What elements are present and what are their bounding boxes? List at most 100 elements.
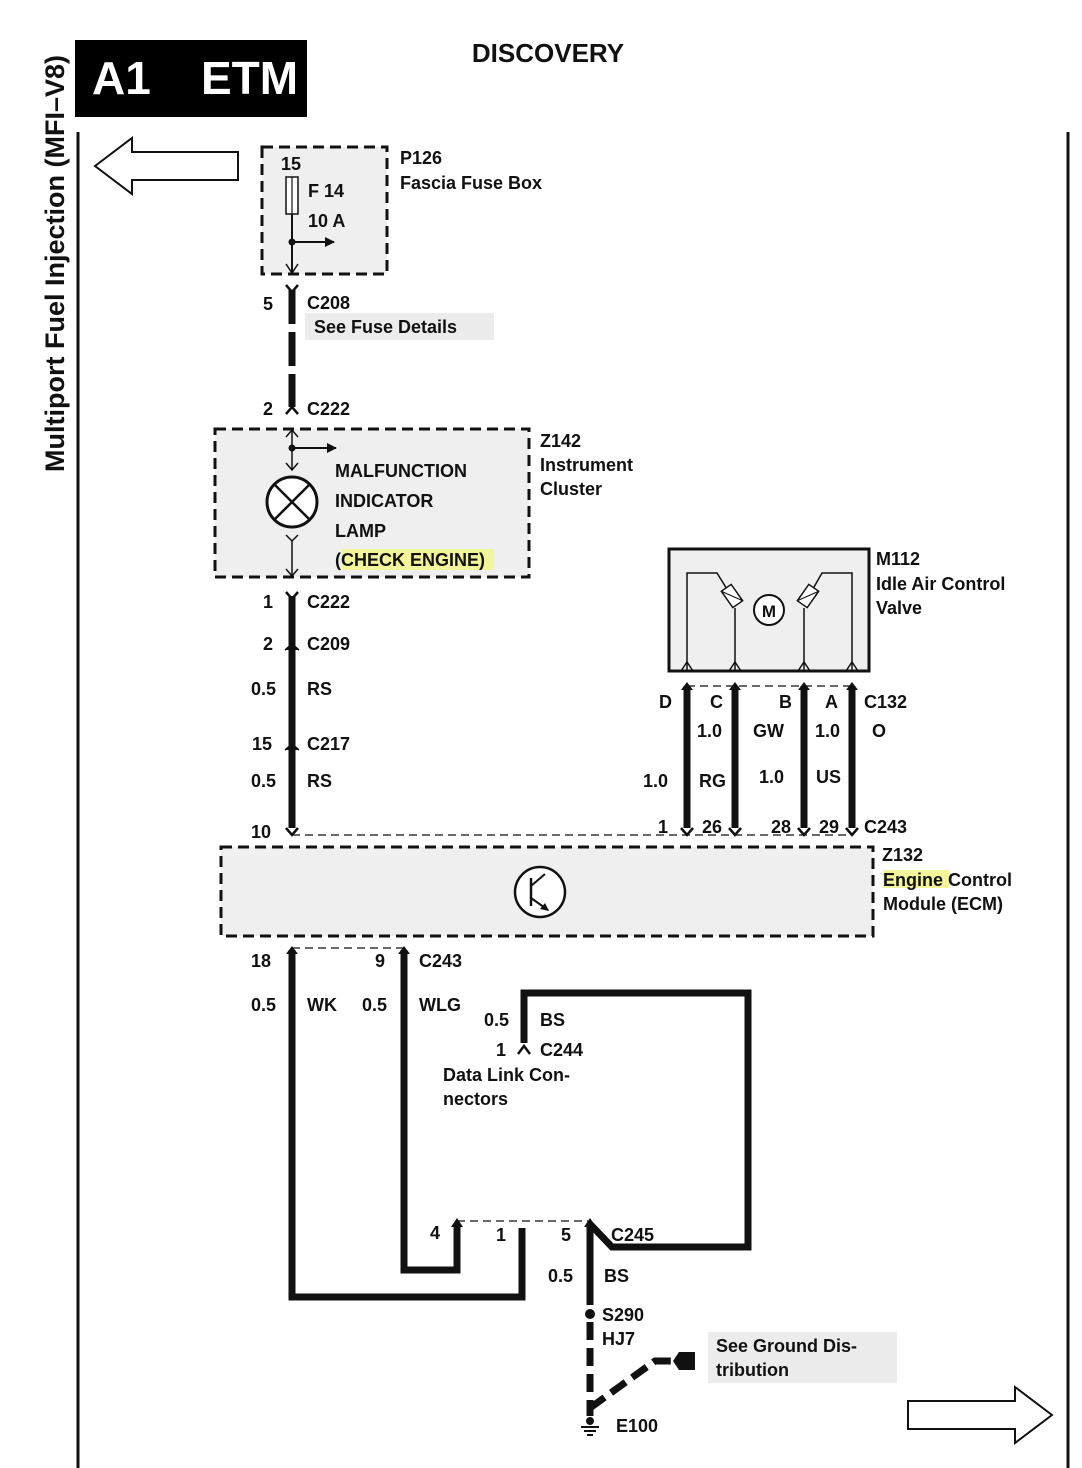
badge-title: ETM <box>201 52 298 104</box>
data-link-line1: Data Link Con- <box>443 1065 570 1085</box>
iacv-internal-wiring <box>680 572 859 672</box>
engine-highlight <box>883 870 949 888</box>
c243-bottom-pin-9: 9 <box>375 951 385 971</box>
motor-icon: M <box>753 594 785 626</box>
c222-top-pin: 2 <box>263 399 273 419</box>
wire-b-size: 1.0 <box>759 767 784 787</box>
wire-bs-top <box>520 989 752 1251</box>
wire-c-size: 1.0 <box>697 721 722 741</box>
wire-a-color: O <box>872 721 886 741</box>
wire-d-color: RG <box>699 771 726 791</box>
next-page-arrow-icon[interactable] <box>907 1384 1054 1446</box>
cluster-name-line2: Cluster <box>540 479 602 499</box>
wire-d-size: 1.0 <box>643 771 668 791</box>
ground-note-line1: See Ground Dis- <box>716 1336 857 1356</box>
cluster-name-line1: Instrument <box>540 455 633 475</box>
fuse-box-name: Fascia Fuse Box <box>400 173 542 193</box>
c209-label: C209 <box>307 634 350 654</box>
c245-pin-4: 4 <box>430 1223 440 1243</box>
wire-wk-color: WK <box>307 995 337 1015</box>
ecm-id: Z132 <box>882 845 923 865</box>
c132-label: C132 <box>864 692 907 712</box>
splice-dot <box>585 1309 595 1319</box>
lamp-label-line1: MALFUNCTION <box>335 461 467 481</box>
wire-b-color: US <box>816 767 841 787</box>
ground-note-line2: tribution <box>716 1360 789 1380</box>
c243-top-pin-28: 28 <box>771 817 791 837</box>
lamp-label-line3: LAMP <box>335 521 386 541</box>
c243-top-pin-26: 26 <box>702 817 722 837</box>
c243-bottom-label: C243 <box>419 951 462 971</box>
wire-rs-1-color: RS <box>307 679 332 699</box>
c132-pin-c: C <box>710 692 723 712</box>
c208-label: C208 <box>307 293 350 313</box>
fuse-details-note[interactable] <box>305 313 494 340</box>
c132-pin-a: A <box>825 692 838 712</box>
wire-rs-1-size: 0.5 <box>251 679 276 699</box>
c243-top-pin-1: 1 <box>658 817 668 837</box>
vehicle-title: DISCOVERY <box>472 38 624 68</box>
c243-bottom-pin-18: 18 <box>251 951 271 971</box>
ground-id: E100 <box>616 1416 658 1436</box>
c245-label: C245 <box>611 1225 654 1245</box>
ground-note[interactable] <box>708 1332 897 1383</box>
wire-bs-top-size: 0.5 <box>484 1010 509 1030</box>
fuse-box-id: P126 <box>400 148 442 168</box>
fuse-details-text: See Fuse Details <box>314 317 457 337</box>
c245-pin-5: 5 <box>561 1225 571 1245</box>
c243-top-pin-29: 29 <box>819 817 839 837</box>
c243-top-label: C243 <box>864 817 907 837</box>
cluster-id: Z142 <box>540 431 581 451</box>
c209-pin: 2 <box>263 634 273 654</box>
transistor-icon <box>513 865 567 919</box>
lamp-label-line4: (CHECK ENGINE) <box>335 550 485 570</box>
splice-sub: HJ7 <box>602 1329 635 1349</box>
header-badge <box>75 40 307 117</box>
c245-pin-1: 1 <box>496 1225 506 1245</box>
wire-rs-2-size: 0.5 <box>251 771 276 791</box>
ground-distribution-arrow-icon <box>673 1352 695 1370</box>
c244-pin: 1 <box>496 1040 506 1060</box>
c222-top-label: C222 <box>307 399 350 419</box>
lamp-label-line2: INDICATOR <box>335 491 433 511</box>
wire-wlg <box>400 950 461 1274</box>
c222-bottom-label: C222 <box>307 592 350 612</box>
c244-label: C244 <box>540 1040 583 1060</box>
wire-bs-bottom-size: 0.5 <box>548 1266 573 1286</box>
data-link-line2: nectors <box>443 1089 508 1109</box>
ecm-name-line1: Engine Control <box>883 870 1012 890</box>
ecm-name-line2: Module (ECM) <box>883 894 1003 914</box>
wire-wk <box>288 950 526 1301</box>
iacv-name-line1: Idle Air Control <box>876 574 1005 594</box>
c132-pin-b: B <box>779 692 792 712</box>
previous-page-arrow-icon[interactable] <box>93 135 239 197</box>
c243-top-pin-10: 10 <box>251 822 271 842</box>
c132-pin-d: D <box>659 692 672 712</box>
system-label: Multiport Fuel Injection (MFI–V8) <box>40 55 70 472</box>
wire-c-color: GW <box>753 721 784 741</box>
fuse-rating: 10 A <box>308 211 345 231</box>
c208-pin: 5 <box>263 294 273 314</box>
wire-bs-bottom-color: BS <box>604 1266 629 1286</box>
warning-lamp-icon <box>265 475 319 529</box>
wire-wlg-size: 0.5 <box>362 995 387 1015</box>
fuse-box <box>260 145 389 276</box>
c222-bottom-pin: 1 <box>263 592 273 612</box>
c217-label: C217 <box>307 734 350 754</box>
motor-symbol: M <box>762 602 776 621</box>
iacv-id: M112 <box>876 549 920 569</box>
wire-wlg-color: WLG <box>419 995 461 1015</box>
fuse-id: F 14 <box>308 181 344 201</box>
wire-rs-2-color: RS <box>307 771 332 791</box>
splice-id: S290 <box>602 1305 644 1325</box>
badge-code: A1 <box>92 52 151 104</box>
check-engine-highlight <box>342 549 494 570</box>
fuse-box-pin: 15 <box>281 154 301 174</box>
iacv-name-line2: Valve <box>876 598 922 618</box>
c217-pin: 15 <box>252 734 272 754</box>
wire-wk-size: 0.5 <box>251 995 276 1015</box>
wire-ground-distribution <box>587 1357 686 1411</box>
wire-bs-top-color: BS <box>540 1010 565 1030</box>
wire-a-size: 1.0 <box>815 721 840 741</box>
